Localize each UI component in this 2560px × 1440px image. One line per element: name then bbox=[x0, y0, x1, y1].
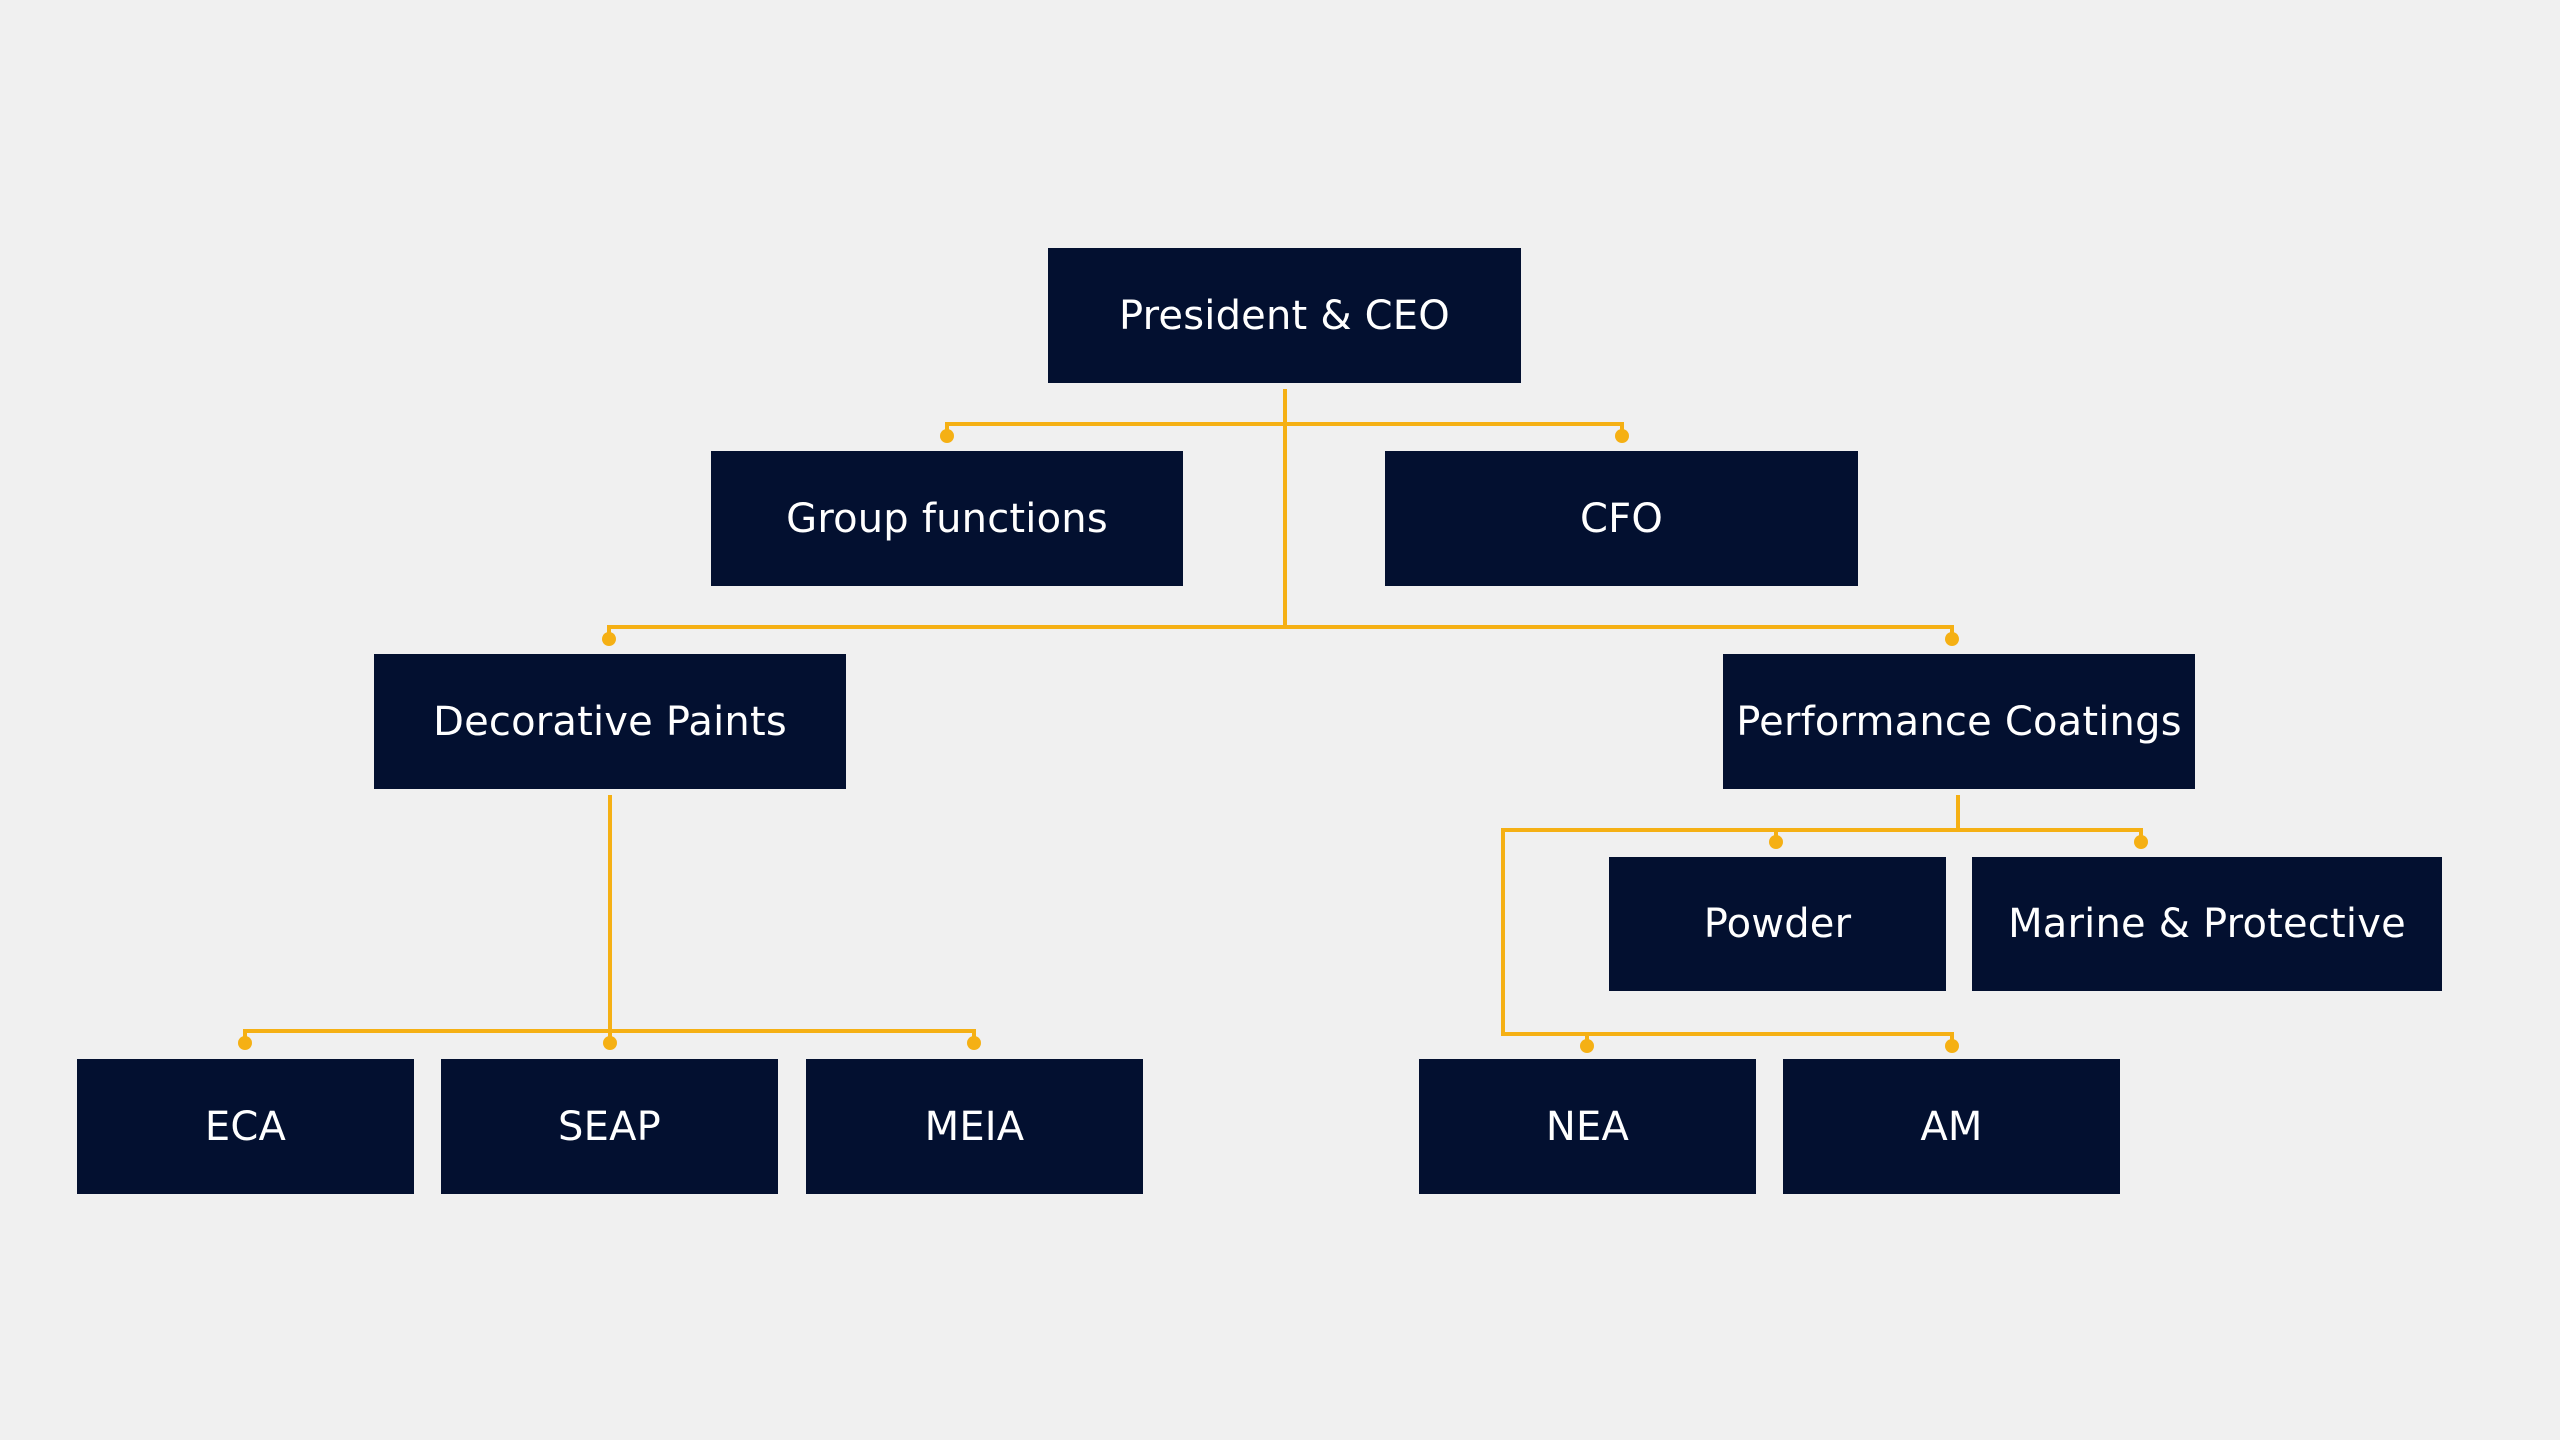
connector-dot-deco bbox=[602, 632, 616, 646]
connector-perf-to-regions bbox=[1501, 828, 1954, 1046]
connector-dot-powder bbox=[1769, 835, 1783, 849]
connector-dot-group bbox=[940, 429, 954, 443]
node-am: AM bbox=[1783, 1059, 2120, 1194]
connector-dot-marine bbox=[2134, 835, 2148, 849]
node-marine-protective: Marine & Protective bbox=[1972, 857, 2442, 991]
node-seap: SEAP bbox=[441, 1059, 778, 1194]
node-powder: Powder bbox=[1609, 857, 1946, 991]
node-performance-coatings: Performance Coatings bbox=[1723, 654, 2195, 789]
connector-dot-eca bbox=[238, 1036, 252, 1050]
node-cfo: CFO bbox=[1385, 451, 1858, 586]
node-president-ceo: President & CEO bbox=[1048, 248, 1521, 383]
connector-dot-perf bbox=[1945, 632, 1959, 646]
connector-dot-seap bbox=[603, 1036, 617, 1050]
connector-dot-am bbox=[1945, 1039, 1959, 1053]
connector-dot-meia bbox=[967, 1036, 981, 1050]
connector-dot-nea bbox=[1580, 1039, 1594, 1053]
node-group-functions: Group functions bbox=[711, 451, 1183, 586]
node-meia: MEIA bbox=[806, 1059, 1143, 1194]
connector-ceo-to-divisions bbox=[607, 625, 1954, 639]
node-eca: ECA bbox=[77, 1059, 414, 1194]
connector-perf-to-units bbox=[1774, 828, 2143, 842]
node-decorative-paints: Decorative Paints bbox=[374, 654, 846, 789]
connector-dot-cfo bbox=[1615, 429, 1629, 443]
node-nea: NEA bbox=[1419, 1059, 1756, 1194]
